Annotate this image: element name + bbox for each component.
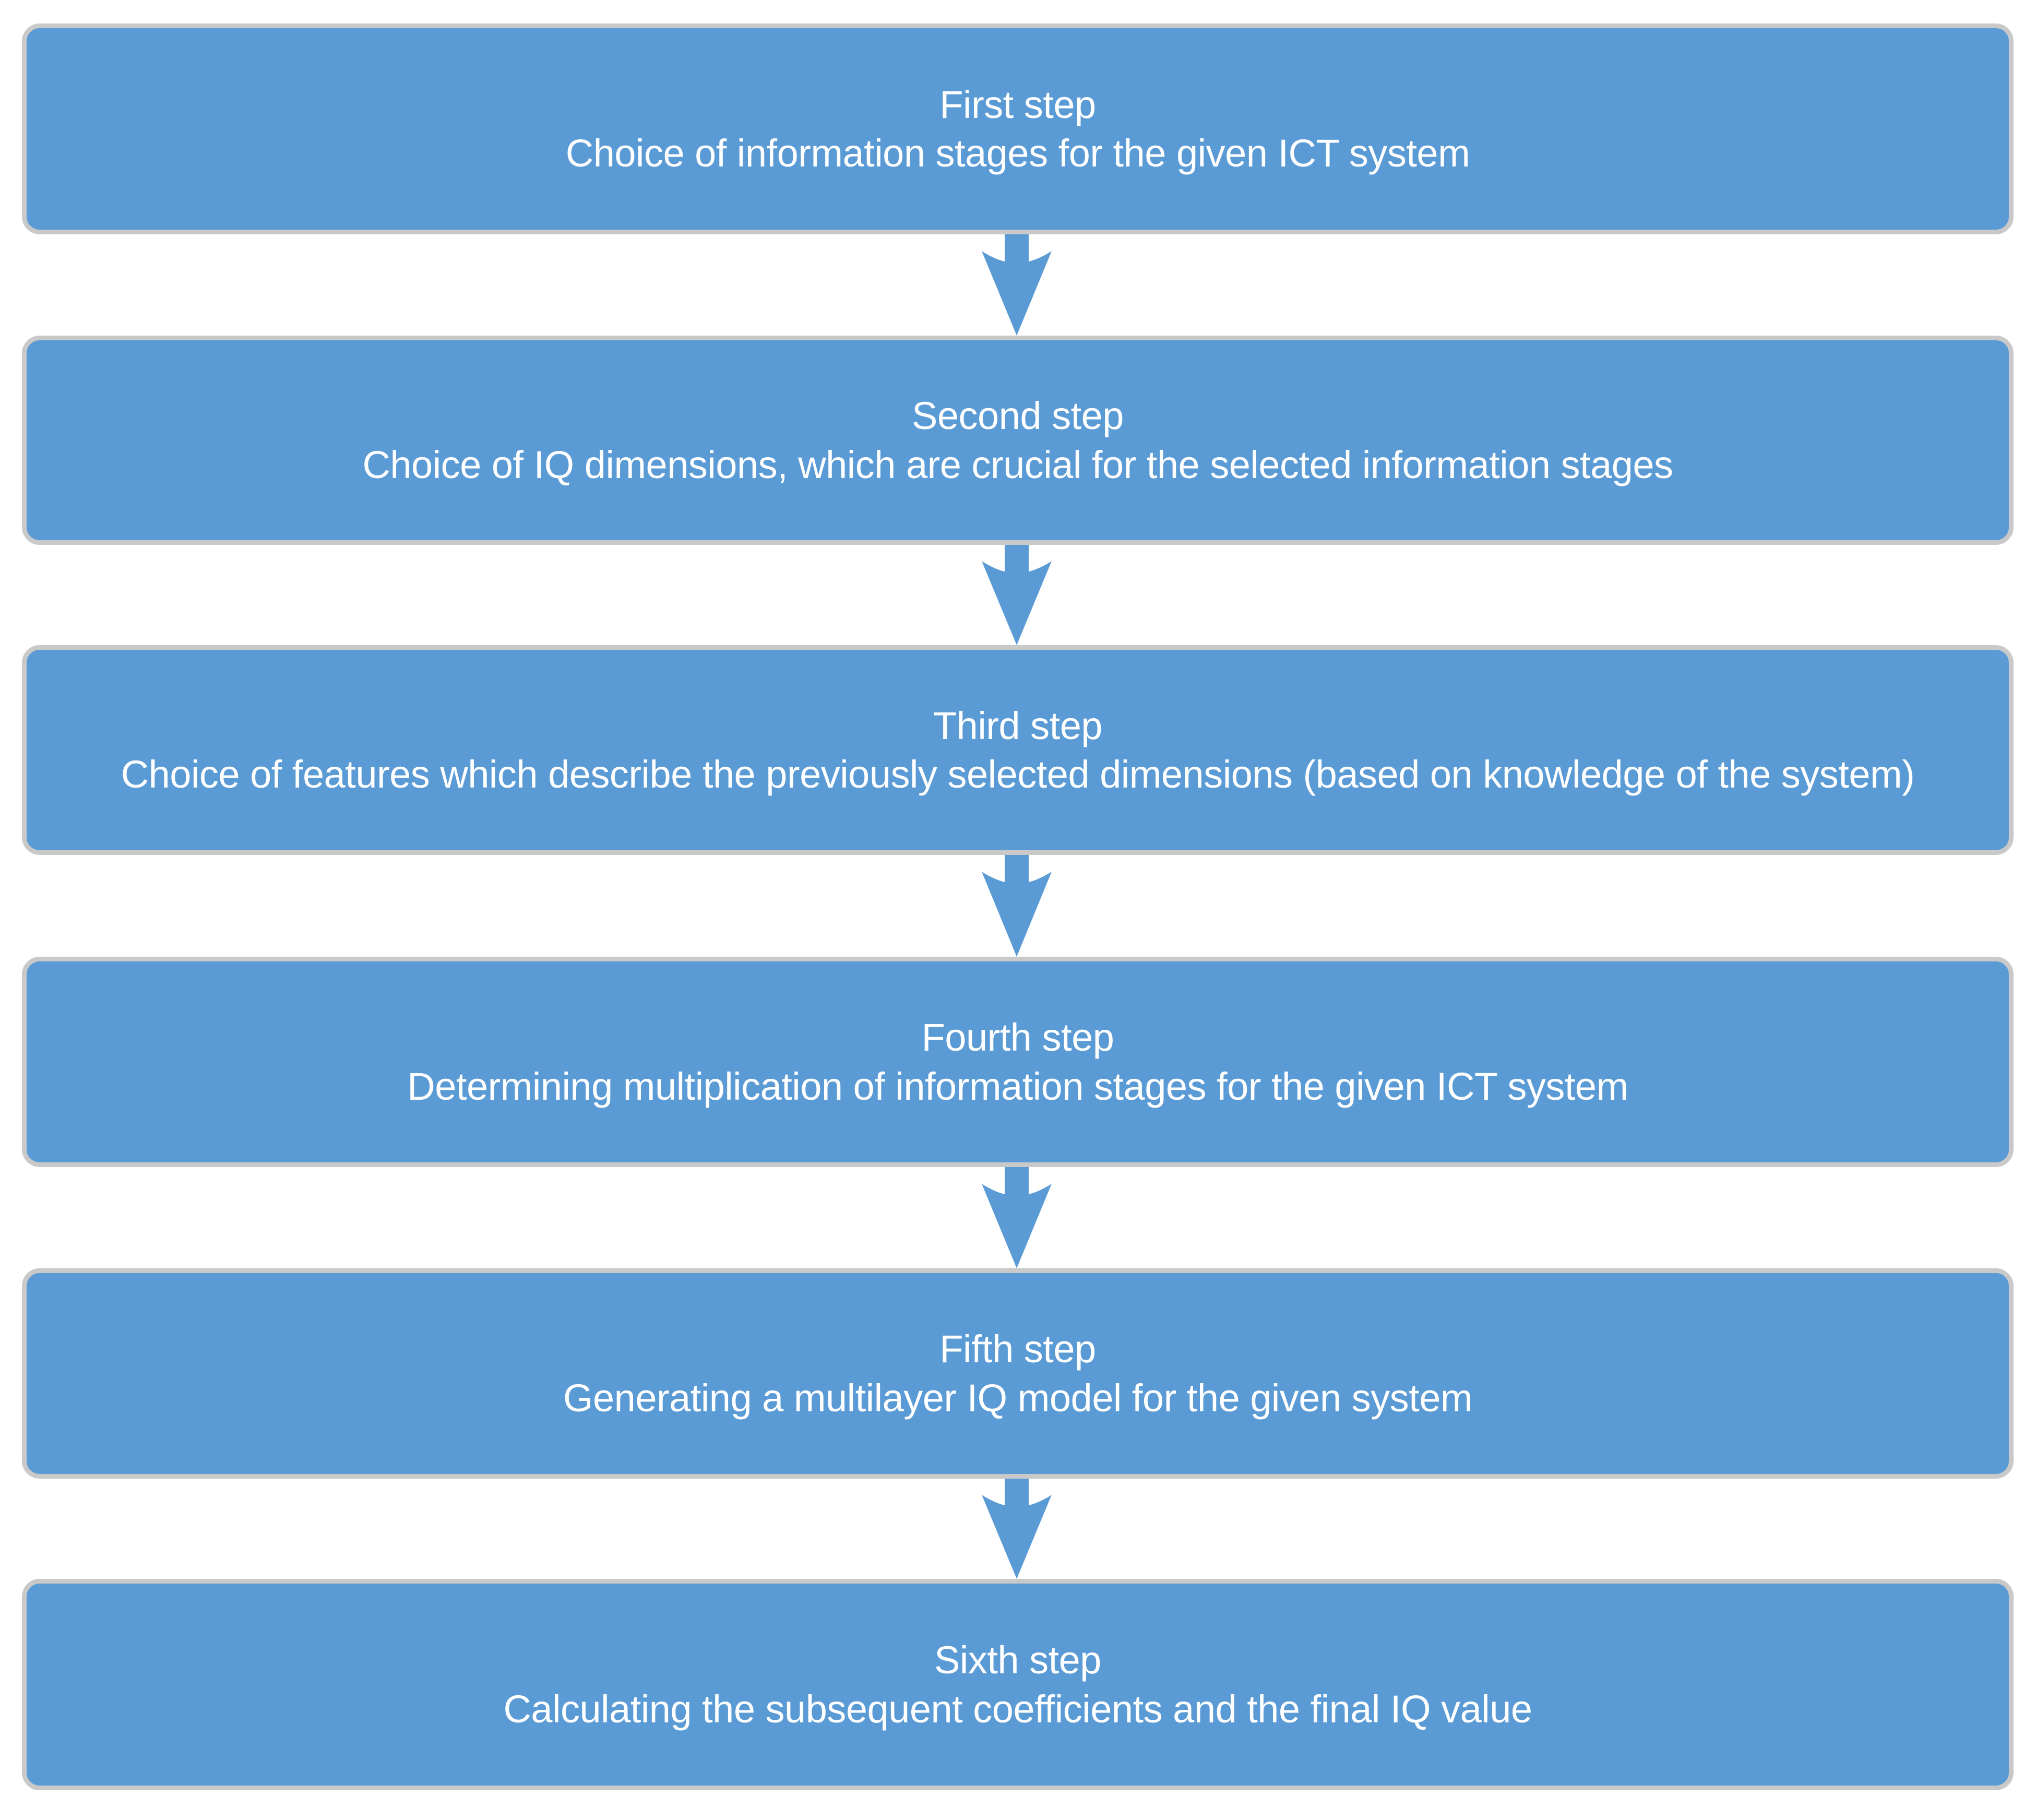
step-description: Determining multiplication of informatio… xyxy=(407,1064,1628,1108)
flow-step-second[interactable]: Second step Choice of IQ dimensions, whi… xyxy=(22,336,2014,545)
step-title: First step xyxy=(939,82,1096,126)
step-description: Choice of features which describe the pr… xyxy=(121,753,1915,796)
flow-step-fourth[interactable]: Fourth step Determining multiplication o… xyxy=(22,957,2014,1167)
flow-step-fifth[interactable]: Fifth step Generating a multilayer IQ mo… xyxy=(22,1268,2014,1479)
step-description: Generating a multilayer IQ model for the… xyxy=(563,1376,1473,1420)
arrow-fifth-to-sixth xyxy=(980,1479,1053,1579)
step-description: Choice of IQ dimensions, which are cruci… xyxy=(362,443,1673,486)
step-description: Choice of information stages for the giv… xyxy=(565,132,1470,175)
step-title: Fifth step xyxy=(939,1327,1096,1371)
step-title: Sixth step xyxy=(934,1638,1101,1682)
arrow-second-to-third xyxy=(980,545,1053,645)
step-title: Fourth step xyxy=(921,1016,1114,1060)
step-title: Second step xyxy=(912,394,1124,438)
step-description: Calculating the subsequent coefficients … xyxy=(503,1687,1532,1731)
flow-step-third[interactable]: Third step Choice of features which desc… xyxy=(22,645,2014,855)
flow-step-sixth[interactable]: Sixth step Calculating the subsequent co… xyxy=(22,1579,2014,1790)
arrow-fourth-to-fifth xyxy=(980,1167,1053,1268)
flow-step-first[interactable]: First step Choice of information stages … xyxy=(22,23,2014,234)
arrow-third-to-fourth xyxy=(980,855,1053,957)
arrow-first-to-second xyxy=(980,234,1053,336)
step-title: Third step xyxy=(933,704,1103,747)
